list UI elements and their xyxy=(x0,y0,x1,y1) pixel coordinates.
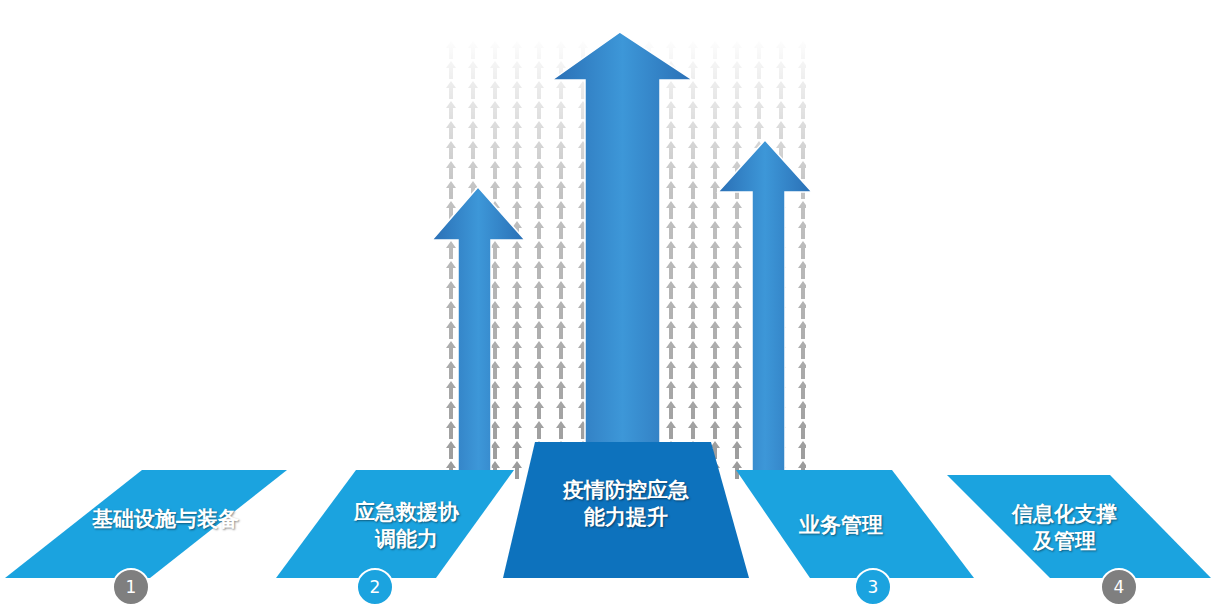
box-shape xyxy=(947,475,1211,578)
callout-number: 2 xyxy=(356,568,394,606)
callout-number: 3 xyxy=(854,568,892,606)
box-label: 疫情防控应急能力提升 xyxy=(558,477,694,532)
parallelogram-box: 业务管理 xyxy=(736,470,974,578)
parallelogram-box: 疫情防控应急能力提升 xyxy=(503,442,749,578)
big-arrow-left xyxy=(432,187,525,475)
box-label: 业务管理 xyxy=(781,512,901,539)
big-arrow-center xyxy=(552,32,693,450)
callout-number: 4 xyxy=(1100,568,1138,606)
box-label: 信息化支撑及管理 xyxy=(1005,501,1123,556)
box-label: 应急救援协调能力 xyxy=(346,499,466,554)
callout-number: 1 xyxy=(112,568,150,606)
big-arrow-right xyxy=(718,140,812,475)
parallelogram-box: 基础设施与装备 xyxy=(5,470,287,578)
parallelogram-box: 应急救援协调能力 xyxy=(276,470,514,578)
parallelogram-box: 信息化支撑及管理 xyxy=(947,475,1211,578)
box-label: 基础设施与装备 xyxy=(65,506,265,533)
